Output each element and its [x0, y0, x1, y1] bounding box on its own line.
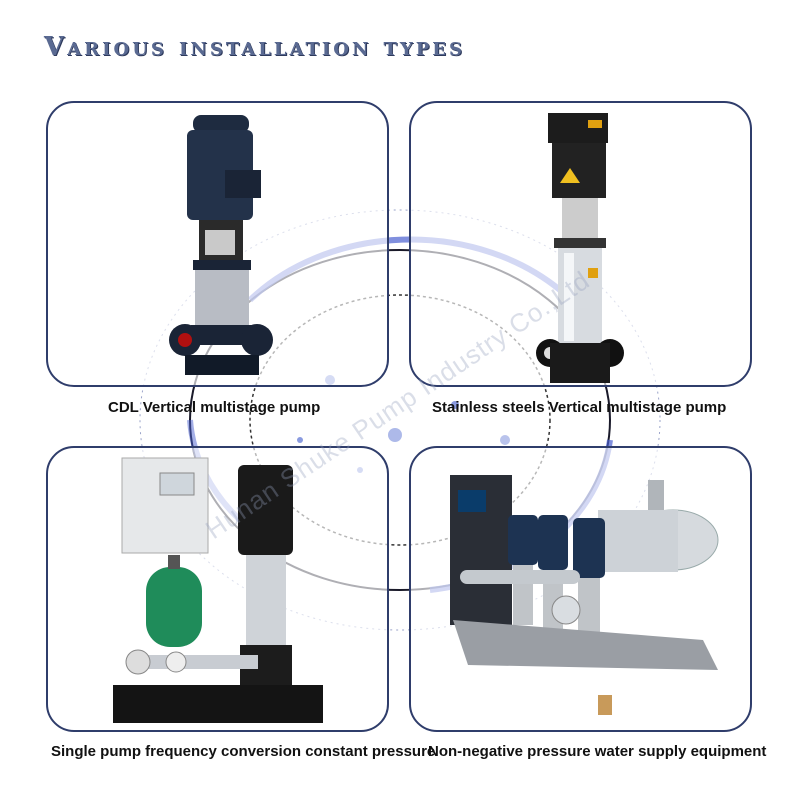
single-pump-system-image [113, 457, 323, 723]
caption-cdl: CDL Vertical multistage pump [108, 399, 321, 416]
stainless-pump-image [536, 113, 624, 383]
caption-single-pump: Single pump frequency conversion constan… [51, 743, 436, 760]
cdl-pump-image [169, 115, 273, 375]
caption-non-negative: Non-negative pressure water supply equip… [428, 743, 767, 760]
product-card-single-pump[interactable] [46, 446, 389, 732]
page-title: Various installation types [44, 32, 465, 62]
caption-stainless: Stainless steels Vertical multistage pum… [432, 399, 727, 416]
water-supply-equipment-image [450, 475, 719, 715]
